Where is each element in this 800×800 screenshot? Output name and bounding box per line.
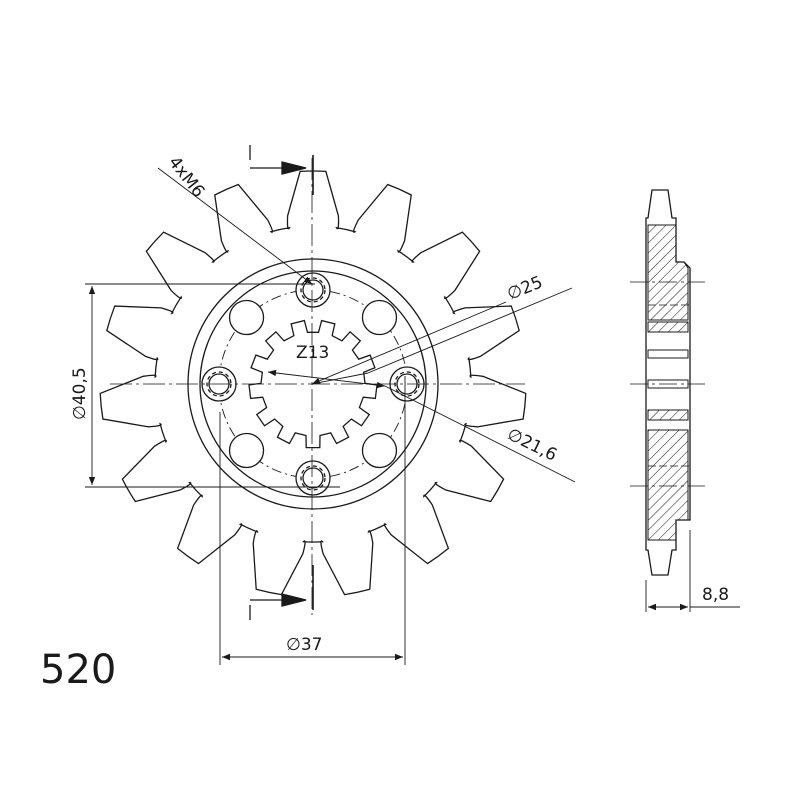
side-center-line <box>630 281 705 487</box>
section-hatch-lower <box>647 429 689 541</box>
bolt-hole <box>295 272 331 308</box>
bolt-callout-leader <box>157 167 313 285</box>
sprocket-side-section <box>645 189 691 576</box>
sprocket-front-view <box>99 170 527 596</box>
lightening-hole <box>228 299 265 336</box>
teeth-count-label: Z13 <box>296 343 329 363</box>
horizontal-dimension-label: ∅37 <box>286 635 322 655</box>
lightening-hole <box>361 432 398 469</box>
spline-band-4 <box>647 409 689 421</box>
spline-diameter-label: ∅21,6 <box>504 425 560 466</box>
lightening-holes <box>228 299 398 469</box>
spline-diameter-leader <box>267 369 576 483</box>
lightening-hole <box>361 299 398 336</box>
thickness-label: 8,8 <box>702 585 729 605</box>
outer-diameter-label: ∅25 <box>504 272 545 304</box>
horizontal-dimension <box>219 376 406 665</box>
chain-pitch-label: 520 <box>40 647 116 693</box>
vertical-dimension <box>85 283 340 488</box>
section-hatch-upper <box>647 224 689 321</box>
bolt-hole <box>295 460 331 496</box>
lightening-hole <box>228 432 265 469</box>
thickness-dimension <box>645 530 740 612</box>
section-marker-bottom <box>249 565 314 620</box>
spline-band-2 <box>647 349 689 359</box>
section-marker-top <box>249 145 314 195</box>
spline-band-1 <box>647 321 689 333</box>
vertical-dimension-label: ∅40,5 <box>70 367 90 420</box>
